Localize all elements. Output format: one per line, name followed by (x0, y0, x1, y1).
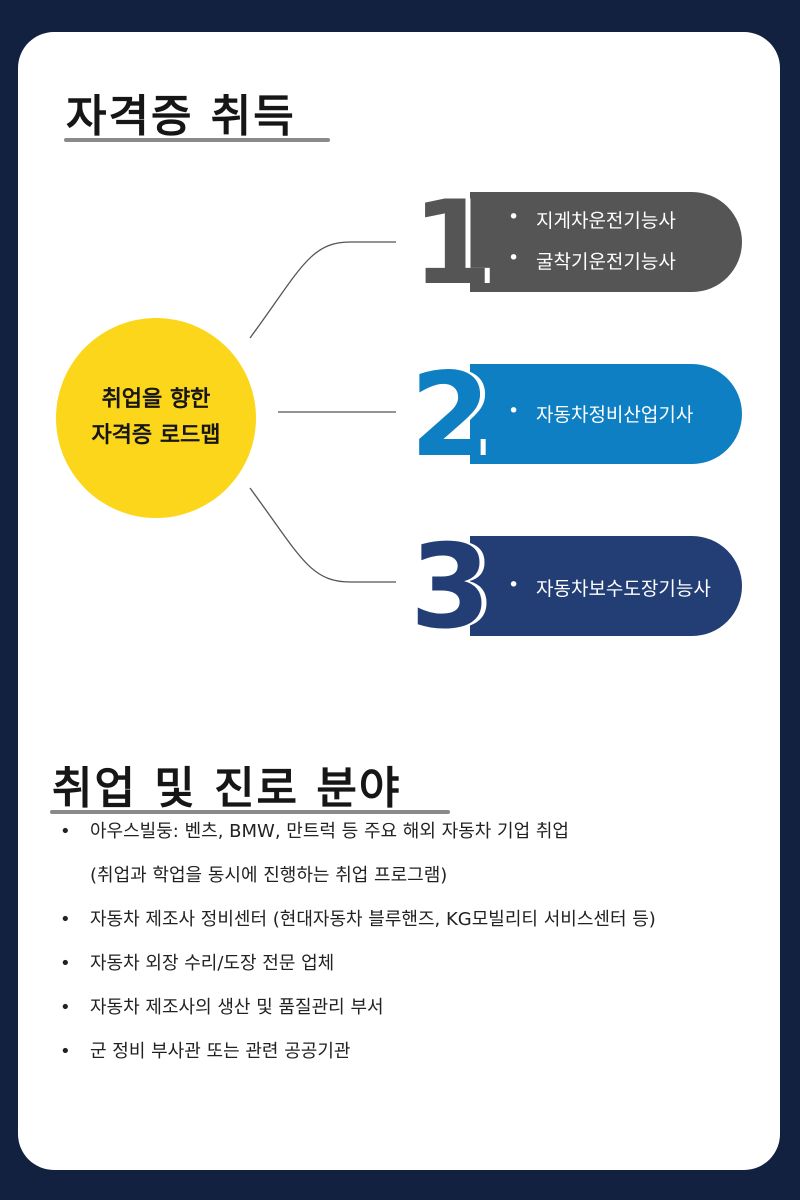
career-item: 자동차 외장 수리/도장 전문 업체 (56, 952, 776, 976)
career-item-text: 아우스빌둥: 벤츠, BMW, 만트럭 등 주요 해외 자동차 기업 취업 (90, 821, 569, 842)
level-1-item: 지게차운전기능사 (508, 206, 676, 233)
level-1-pill: 지게차운전기능사 굴착기운전기능사 (470, 192, 742, 292)
section-title-careers: 취업 및 진로 분야 (52, 763, 402, 814)
roadmap-circle: 취업을 향한 자격증 로드맵 (56, 318, 256, 518)
roadmap-line-2: 자격증 로드맵 (91, 423, 221, 448)
level-2-item: 자동차정비산업기사 (508, 400, 693, 427)
level-3-pill: 자동차보수도장기능사 (470, 536, 742, 636)
section-title-underline (50, 810, 450, 814)
level-3-number: 3 (410, 520, 491, 655)
career-item: 아우스빌둥: 벤츠, BMW, 만트럭 등 주요 해외 자동차 기업 취업 (취… (56, 820, 776, 888)
section-title-certification: 자격증 취득 (66, 91, 296, 142)
section-title-underline (64, 138, 330, 142)
level-2-pill: 자동차정비산업기사 (470, 364, 742, 464)
career-item: 자동차 제조사의 생산 및 품질관리 부서 (56, 996, 776, 1020)
career-item: 자동차 제조사 정비센터 (현대자동차 블루핸즈, KG모빌리티 서비스센터 등… (56, 908, 776, 932)
level-3-item: 자동차보수도장기능사 (508, 574, 711, 601)
level-2-number: 2 (410, 348, 491, 483)
level-1-number: 1 (412, 176, 493, 311)
career-list: 아우스빌둥: 벤츠, BMW, 만트럭 등 주요 해외 자동차 기업 취업 (취… (56, 820, 776, 1084)
roadmap-line-1: 취업을 향한 (101, 387, 211, 412)
level-1-item: 굴착기운전기능사 (508, 247, 676, 274)
career-item-note: (취업과 학업을 동시에 진행하는 취업 프로그램) (90, 865, 448, 886)
career-item: 군 정비 부사관 또는 관련 공공기관 (56, 1040, 776, 1064)
